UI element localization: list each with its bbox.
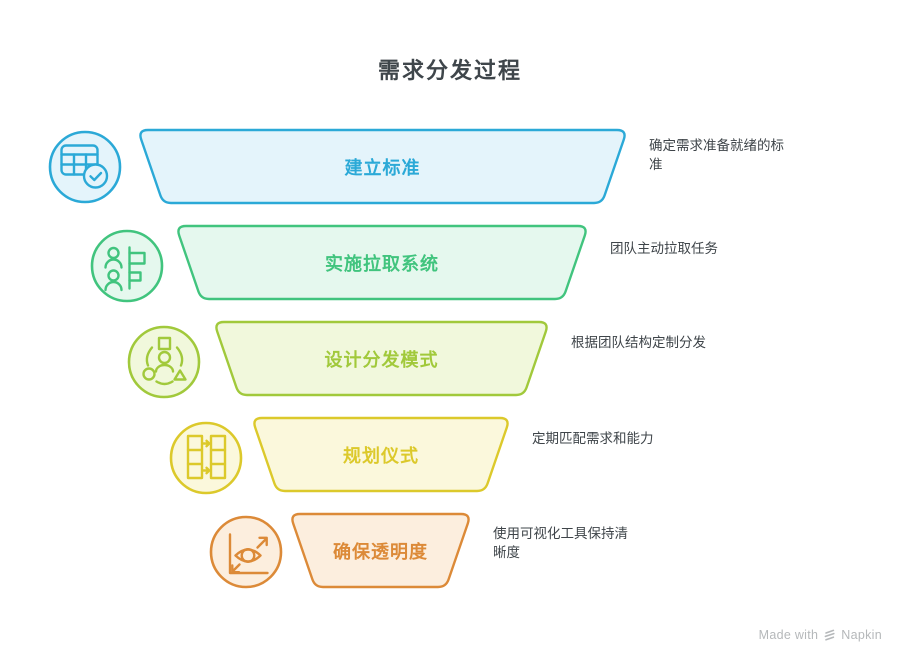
footer-credit: Made with Napkin xyxy=(759,628,882,642)
funnel-shape xyxy=(253,416,509,493)
funnel-shape xyxy=(215,320,548,397)
step-description: 确定需求准备就绪的标准 xyxy=(649,138,784,172)
step-label: 设计分发模式 xyxy=(324,349,439,370)
step-icon-badge xyxy=(127,325,201,399)
badge-circle xyxy=(169,421,243,495)
napkin-logo-icon xyxy=(824,629,835,641)
person-shapes-distribution-icon xyxy=(142,336,187,386)
step-label: 实施拉取系统 xyxy=(325,253,439,274)
table-check-icon xyxy=(60,144,109,189)
page-title: 需求分发过程 xyxy=(377,58,522,83)
funnel-shape xyxy=(139,128,626,205)
step-description: 使用可视化工具保持清晰度 xyxy=(493,526,628,560)
step-description: 团队主动拉取任务 xyxy=(610,241,718,256)
step-icon-badge xyxy=(48,130,122,204)
made-with-text: Made with xyxy=(758,628,819,642)
step-description: 定期匹配需求和能力 xyxy=(532,431,654,446)
funnel-shape xyxy=(291,512,470,589)
step-description: 根据团队结构定制分发 xyxy=(571,335,706,350)
step-icon-badge xyxy=(169,421,243,495)
step-icon-badge xyxy=(90,229,164,303)
step-label: 规划仪式 xyxy=(343,445,419,466)
team-pull-board-icon xyxy=(104,246,146,292)
badge-circle xyxy=(209,515,283,589)
funnel-shape xyxy=(177,224,587,301)
step-icon-badge xyxy=(209,515,283,589)
eye-chart-visibility-icon xyxy=(228,533,269,575)
brand-text: Napkin xyxy=(841,628,882,642)
matching-columns-arrows-icon xyxy=(186,434,227,480)
step-label: 建立标准 xyxy=(344,157,421,178)
step-label: 确保透明度 xyxy=(333,541,428,562)
badge-circle xyxy=(90,229,164,303)
